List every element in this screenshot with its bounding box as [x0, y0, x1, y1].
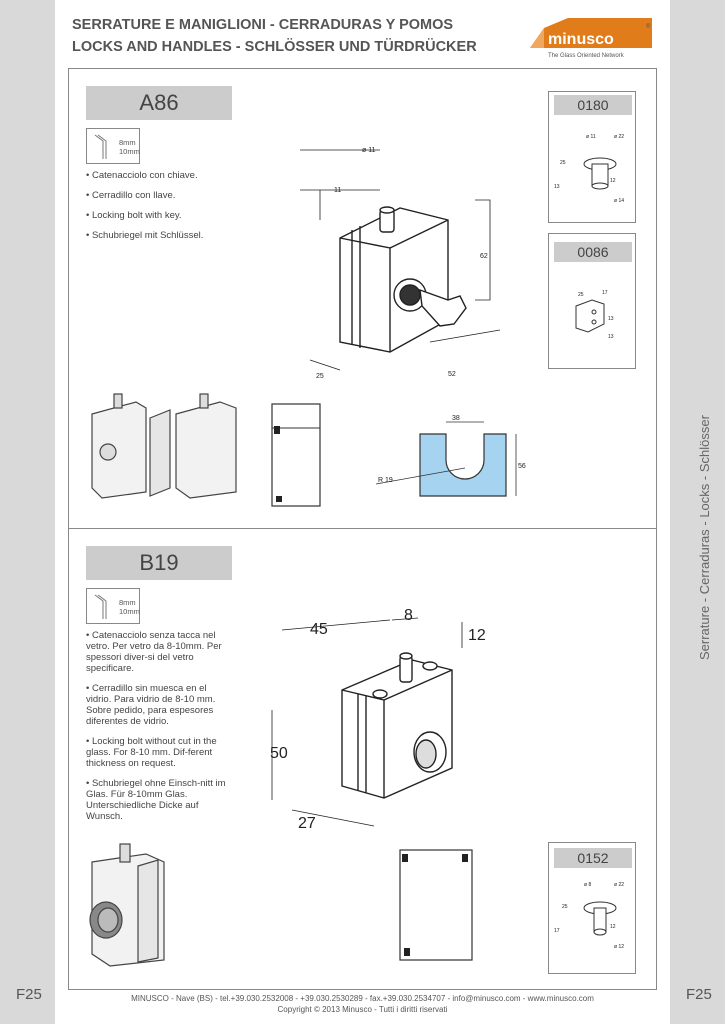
thickness-8mm: 8mm [119, 598, 136, 607]
logo-name: minusco [548, 31, 614, 48]
logo-tagline: The Glass Oriented Network [548, 53, 625, 59]
dim-w52: 52 [448, 371, 456, 378]
ref-code-0086: 0086 [554, 242, 632, 262]
bullet-en: • Locking bolt without cut in the glass.… [86, 736, 217, 769]
bullet-it: • Catenacciolo senza tacca nel vetro. Pe… [86, 630, 222, 674]
logo-registered: ® [646, 23, 651, 30]
ref-0180-drawing: ø 11 ø 22 25 13 12 ø 14 [554, 134, 624, 204]
page-number-right: F25 [686, 986, 712, 1003]
bullet-de: • Schubriegel mit Schlüssel. [86, 230, 204, 241]
svg-text:ø 22: ø 22 [614, 134, 624, 140]
dim-r19: R 19 [378, 477, 393, 484]
page-number-left: F25 [16, 986, 42, 1003]
dim-h56: 56 [518, 463, 526, 470]
bullet-list-b19: • Catenacciolo senza tacca nel vetro. Pe… [86, 630, 232, 831]
ref-box-0086 [548, 233, 636, 369]
glass-thickness-icon [94, 594, 107, 619]
glass-thickness-box-a86: 8mm 10mm [86, 128, 140, 164]
svg-text:25: 25 [578, 292, 584, 298]
ref-box-0152 [548, 842, 636, 974]
svg-text:ø 14: ø 14 [614, 198, 624, 204]
a86-section-drawing [271, 403, 321, 507]
glass-thickness-box-b19: 8mm 10mm [86, 588, 140, 624]
product-code-b19: B19 [86, 546, 232, 580]
glass-thickness-icon [94, 134, 107, 159]
page-header: SERRATURE E MANIGLIONI - CERRADURAS Y PO… [72, 14, 477, 58]
ref-box-0180 [548, 91, 636, 223]
ref-code-0152: 0152 [554, 848, 632, 868]
bullet-en: • Locking bolt with key. [86, 210, 182, 221]
thickness-10mm: 10mm [119, 607, 140, 616]
svg-text:25: 25 [560, 160, 566, 166]
dim-w38: 38 [452, 415, 460, 422]
dim-h12: 12 [468, 627, 486, 644]
b19-technical-drawing: 45 8 12 50 27 [270, 607, 486, 832]
bullet-de: • Schubriegel ohne Einsch-nitt im Glas. … [86, 778, 226, 822]
svg-text:17: 17 [554, 928, 560, 934]
svg-text:17: 17 [602, 290, 608, 296]
dim-w45: 45 [310, 621, 328, 638]
a86-technical-drawing: ø 11 11 62 52 25 [300, 147, 501, 380]
thickness-8mm: 8mm [119, 138, 136, 147]
svg-text:ø 12: ø 12 [614, 944, 624, 950]
dim-h62: 62 [480, 253, 488, 260]
minusco-logo: minusco ® The Glass Oriented Network [528, 14, 656, 62]
thickness-10mm: 10mm [119, 147, 140, 156]
dim-h50: 50 [270, 745, 288, 762]
product-panel [68, 68, 657, 990]
side-category-label: Serrature - Cerraduras - Locks - Schlöss… [697, 415, 712, 660]
svg-text:13: 13 [608, 316, 614, 322]
svg-text:13: 13 [554, 184, 560, 190]
product-code-a86: A86 [86, 86, 232, 120]
svg-text:ø 11: ø 11 [586, 134, 596, 140]
bullet-es: • Cerradillo con llave. [86, 190, 176, 201]
svg-text:12: 12 [610, 924, 616, 930]
left-margin-bar [0, 0, 55, 1024]
b19-section-drawing [399, 849, 473, 961]
glass-cutout-drawing: 38 56 R 19 [375, 415, 526, 497]
product-divider [68, 528, 656, 529]
header-line-2: LOCKS AND HANDLES - SCHLÖSSER UND TÜRDRÜ… [72, 39, 477, 55]
svg-text:25: 25 [562, 904, 568, 910]
footer-copyright: Copyright © 2013 Minusco - Tutti i dirit… [277, 1005, 448, 1014]
dim-w8: 8 [404, 607, 413, 624]
footer-contact: MINUSCO - Nave (BS) - tel.+39.030.253200… [131, 994, 594, 1003]
dim-w25: 25 [316, 373, 324, 380]
dim-w27: 27 [298, 815, 316, 832]
dim-h11: 11 [334, 187, 341, 194]
bullet-list-a86: • Catenacciolo con chiave. • Cerradillo … [86, 170, 236, 250]
bullet-es: • Cerradillo sin muesca en el vidrio. Pa… [86, 683, 216, 727]
header-line-1: SERRATURE E MANIGLIONI - CERRADURAS Y PO… [72, 17, 454, 33]
right-margin-bar [670, 0, 725, 1024]
ref-0152-drawing: ø 8 ø 22 25 17 12 ø 12 [554, 882, 624, 950]
svg-text:12: 12 [610, 178, 616, 184]
svg-text:ø 8: ø 8 [584, 882, 591, 888]
b19-photo [89, 843, 165, 967]
ref-0086-drawing: 25 17 13 13 [575, 290, 614, 340]
svg-text:13: 13 [608, 334, 614, 340]
ref-code-0180: 0180 [554, 95, 632, 115]
svg-text:ø 22: ø 22 [614, 882, 624, 888]
a86-photo [91, 393, 237, 499]
dim-d11: ø 11 [362, 147, 376, 154]
bullet-it: • Catenacciolo con chiave. [86, 170, 198, 181]
